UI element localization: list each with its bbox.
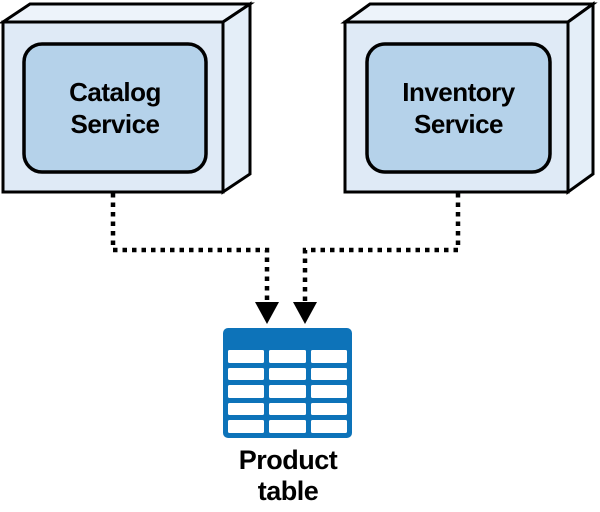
table-icon	[223, 328, 352, 438]
table-icon-cell	[310, 420, 347, 433]
label-line: Product	[238, 445, 338, 475]
label-line: Service	[413, 109, 504, 139]
table-icon-cell	[269, 385, 306, 398]
label-line: table	[257, 476, 319, 506]
catalog-service-label: Catalog Service	[24, 44, 206, 172]
table-icon-cell	[228, 402, 265, 416]
label-line: Catalog	[69, 77, 161, 107]
node-side-face	[221, 1, 252, 195]
dotted-line-inventory	[302, 193, 461, 303]
node-top-face	[0, 2, 255, 24]
table-icon-cell	[228, 385, 265, 398]
connector-catalog-to-product-table	[110, 193, 279, 324]
node-side-face	[566, 1, 595, 195]
inventory-service-node	[340, 1, 598, 195]
dotted-line-catalog	[110, 193, 270, 303]
arrow-down-icon	[255, 302, 279, 324]
inventory-service-label: Inventory Service	[367, 44, 550, 172]
catalog-service-node	[0, 1, 255, 195]
product-table-label: Product table	[198, 445, 378, 507]
node-inner-panel	[365, 42, 552, 174]
table-icon-cell	[310, 402, 347, 416]
table-icon-cell	[269, 350, 306, 363]
connector-inventory-to-product-table	[293, 193, 461, 324]
table-icon-cell	[228, 420, 265, 433]
node-top-face	[340, 2, 598, 24]
table-icon-cell	[269, 402, 306, 416]
table-icon-cell	[269, 420, 306, 433]
table-icon-cell	[310, 385, 347, 398]
label-line: Service	[70, 109, 160, 139]
table-icon-cell	[310, 367, 347, 381]
table-icon-cell	[228, 350, 265, 363]
arrow-down-icon	[293, 302, 317, 324]
table-icon-header	[228, 328, 347, 345]
node-inner-panel	[22, 42, 208, 174]
label-line: Inventory	[402, 77, 515, 107]
table-icon-cell	[269, 367, 306, 381]
table-icon-cell	[228, 367, 265, 381]
table-icon-cell	[310, 350, 347, 363]
